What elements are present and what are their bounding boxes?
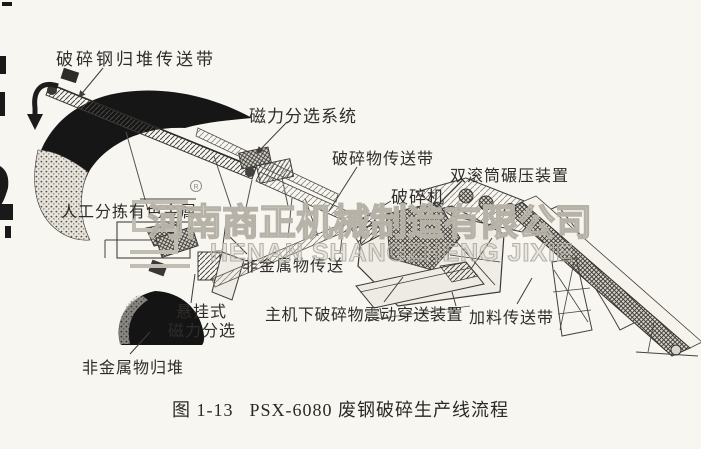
feeding-conveyor — [504, 195, 701, 357]
label-suspended-magnetic-separation: 悬挂式 磁力分选 — [168, 303, 236, 341]
scan-edge-artifacts — [0, 2, 13, 238]
label-crusher: 破碎机 — [391, 188, 445, 207]
figure-title: PSX-6080 废钢破碎生产线流程 — [249, 400, 509, 420]
label-feeding-conveyor: 加料传送带 — [469, 310, 555, 327]
label-suspended-line1: 悬挂式 — [176, 304, 228, 321]
label-nonmetal-pile: 非金属物归堆 — [82, 360, 185, 377]
registered-trademark-icon: R — [193, 184, 198, 191]
stacking-conveyor — [27, 67, 257, 223]
crushed-steel-pile — [34, 90, 253, 241]
nonmetal-pile-mound — [118, 291, 205, 345]
figure-number: 图 1-13 — [171, 400, 234, 420]
label-nonmetal-conveyor: 非金属物传送 — [242, 258, 345, 275]
label-crushed-material-conveyor: 破碎物传送带 — [332, 151, 435, 168]
label-magnetic-separation-system: 磁力分选系统 — [249, 107, 357, 126]
figure-caption: 图 1-13 PSX-6080 废钢破碎生产线流程 — [0, 396, 691, 422]
label-double-drum-rolling-device: 双滚筒碾压装置 — [450, 168, 570, 185]
leader-lines — [78, 67, 533, 355]
label-crushed-steel-stacking-conveyor: 破碎钢归堆传送带 — [56, 50, 216, 69]
nonmetal-conveyor-belt — [211, 221, 350, 288]
label-suspended-line2: 磁力分选 — [168, 323, 237, 340]
watermark-logo — [130, 180, 202, 268]
label-manual-sorting-nonferrous: 人工分拣有色金属 — [61, 204, 198, 221]
label-vibrating-conveyor-under-main: 主机下破碎物震动穿送装置 — [265, 307, 464, 324]
